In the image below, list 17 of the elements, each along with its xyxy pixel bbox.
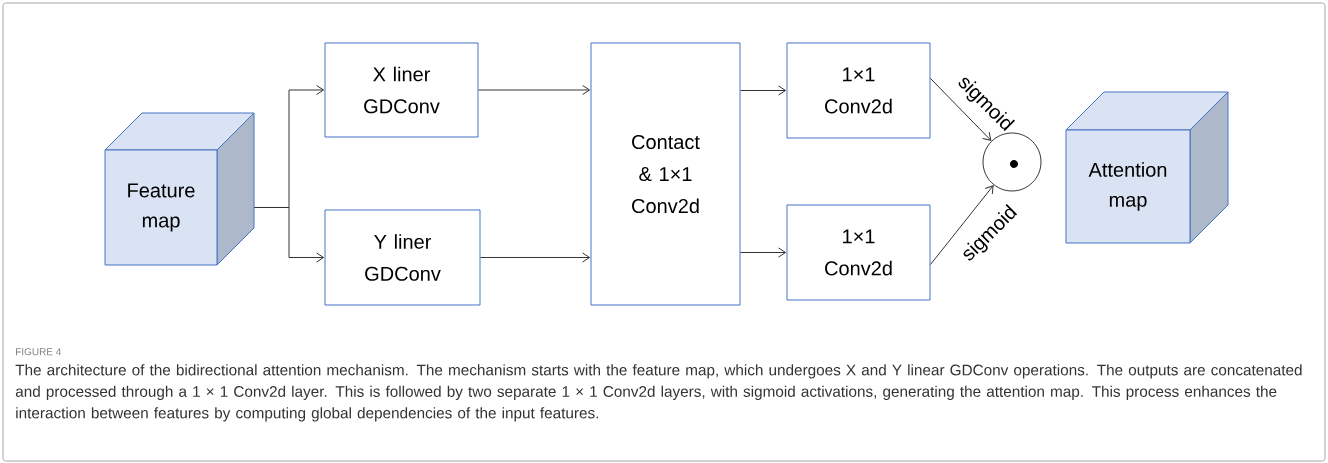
figure-number: FIGURE 4 bbox=[16, 348, 62, 356]
cube-block: Attention map bbox=[1065, 91, 1229, 244]
cube-block: Feature map bbox=[104, 112, 255, 266]
arrow bbox=[480, 252, 591, 263]
process-box: X liner GDConv bbox=[324, 42, 479, 138]
process-box: Contact & 1×1 Conv2d bbox=[590, 42, 741, 306]
arrow bbox=[930, 185, 994, 265]
arrow bbox=[478, 85, 591, 95]
arrow bbox=[740, 247, 787, 258]
product-circle bbox=[982, 132, 1042, 192]
arrow bbox=[930, 78, 992, 141]
caption-text: The architecture of the bidirectional attention mechanism. The mechanism starts with the feature map, which undergoes X and Y linear GDConv operations. The outputs are concatenated and processed through a 1 × 1 Conv2d layer. This is followed by two separate 1 × 1 Conv2d layers, with sigmoid activations, generating the attention map. This process enhances the interaction between features by computing global dependencies of the input features. bbox=[15, 364, 1302, 422]
arrow bbox=[254, 207, 325, 263]
process-box: 1×1 Conv2d bbox=[786, 204, 931, 301]
arrow bbox=[740, 85, 787, 96]
process-box: Y liner GDConv bbox=[324, 209, 481, 306]
process-box: 1×1 Conv2d bbox=[786, 42, 931, 139]
